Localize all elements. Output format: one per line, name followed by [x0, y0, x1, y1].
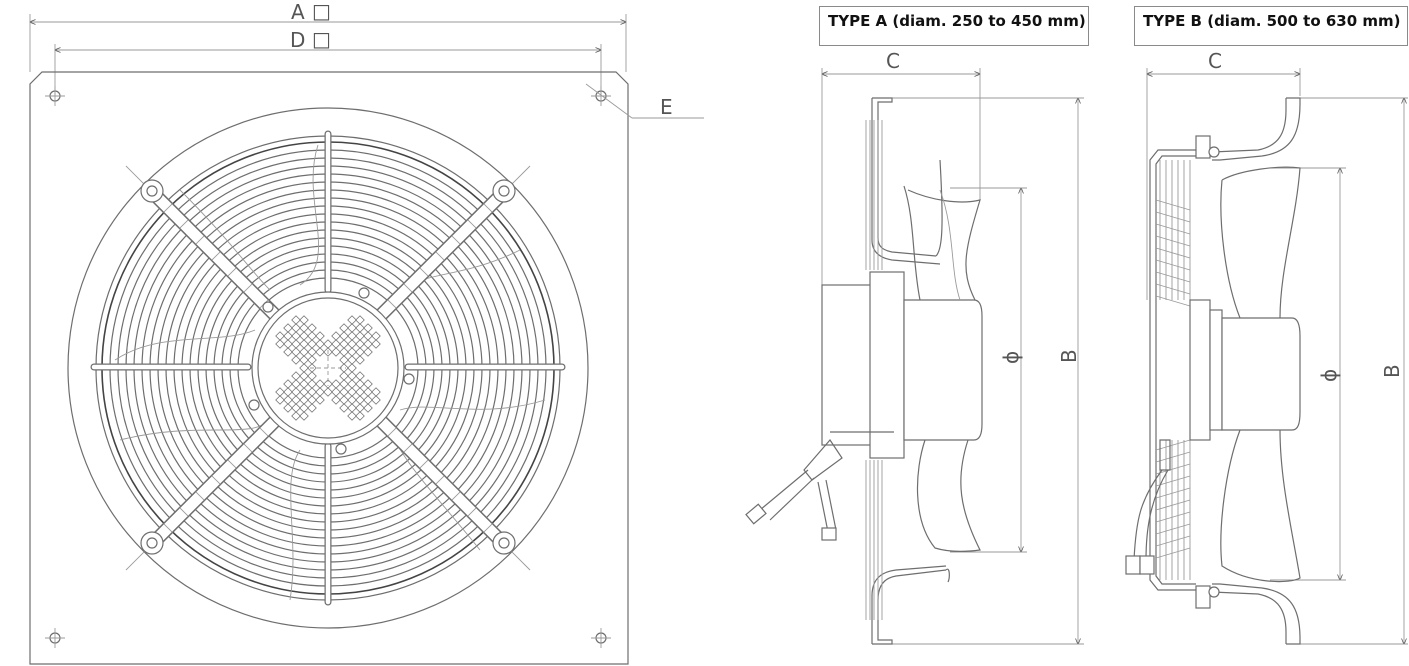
- dimension-phi-type-b-label: ϕ: [1317, 369, 1341, 382]
- corner-hole: [591, 86, 611, 106]
- dimension-b-type-b: B: [1290, 98, 1408, 644]
- dimension-e: E: [585, 83, 704, 119]
- mounting-plate: [29, 71, 629, 665]
- dimension-b-type-a-label: B: [1057, 349, 1081, 363]
- guard-spokes: [90, 130, 566, 606]
- dimension-phi-type-a-label: ϕ: [999, 351, 1023, 364]
- hub-screws: [248, 287, 415, 455]
- dimension-b-type-a: B: [880, 98, 1084, 644]
- dimension-d-label: D: [290, 28, 305, 52]
- corner-hole: [45, 628, 65, 648]
- cable-gland-type-a: [745, 439, 843, 541]
- cable-gland-type-b: [1125, 439, 1171, 575]
- dimension-a-label: A: [291, 0, 305, 24]
- dimension-phi-type-a: ϕ: [950, 188, 1027, 552]
- type-b-heading: TYPE B (diam. 500 to 630 mm): [1134, 6, 1408, 46]
- type-a-heading: TYPE A (diam. 250 to 450 mm): [819, 6, 1089, 46]
- front-view: A □ D □ E: [29, 0, 704, 665]
- dimension-c-type-b: C: [1147, 49, 1300, 300]
- side-view-type-a: C B ϕ: [745, 49, 1084, 644]
- motor-hub: [248, 287, 415, 455]
- dimension-e-label: E: [660, 95, 673, 119]
- guard-mounting-lugs: [140, 179, 516, 555]
- dimension-d: D □: [55, 27, 601, 96]
- dimension-c-type-a-label: C: [886, 49, 900, 73]
- dimension-a: A □: [30, 0, 626, 72]
- dimension-d-square-mark: □: [312, 27, 331, 51]
- corner-hole: [591, 628, 611, 648]
- corner-holes: [45, 86, 611, 648]
- dimension-c-type-a: C: [822, 49, 980, 290]
- side-view-type-b: C B ϕ: [1125, 49, 1408, 644]
- dimension-c-type-b-label: C: [1208, 49, 1222, 73]
- inlet-ring: [67, 107, 589, 629]
- dimension-a-square-mark: □: [312, 0, 331, 23]
- corner-hole: [45, 86, 65, 106]
- dimension-phi-type-b: ϕ: [1270, 168, 1346, 580]
- dimension-b-type-b-label: B: [1380, 364, 1404, 378]
